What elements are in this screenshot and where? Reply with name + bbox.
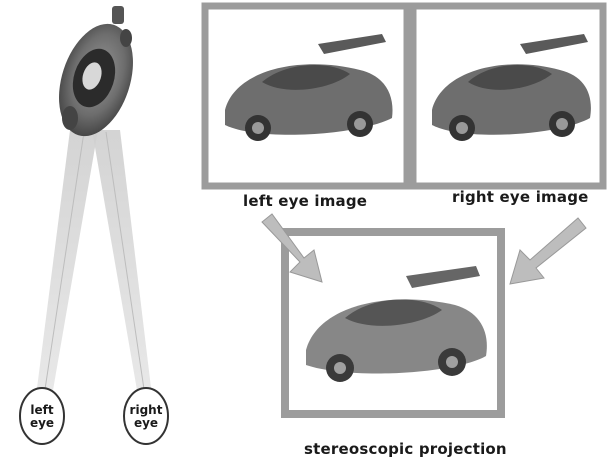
left-eye-image-label: left eye image	[243, 192, 367, 210]
left-eye-beam	[36, 130, 98, 396]
view-beams	[36, 130, 152, 396]
right-eye-beam	[92, 130, 152, 396]
right-eye-label: right eye	[126, 404, 166, 430]
left-eye-label-line2: eye	[22, 417, 62, 430]
right-eye-label-line2: eye	[126, 417, 166, 430]
top-view-car	[46, 6, 147, 146]
stereoscopic-projection-label: stereoscopic projection	[304, 440, 507, 458]
right-arrow	[510, 218, 586, 284]
right-eye-image-label: right eye image	[452, 188, 589, 206]
left-eye-label: left eye	[22, 404, 62, 430]
